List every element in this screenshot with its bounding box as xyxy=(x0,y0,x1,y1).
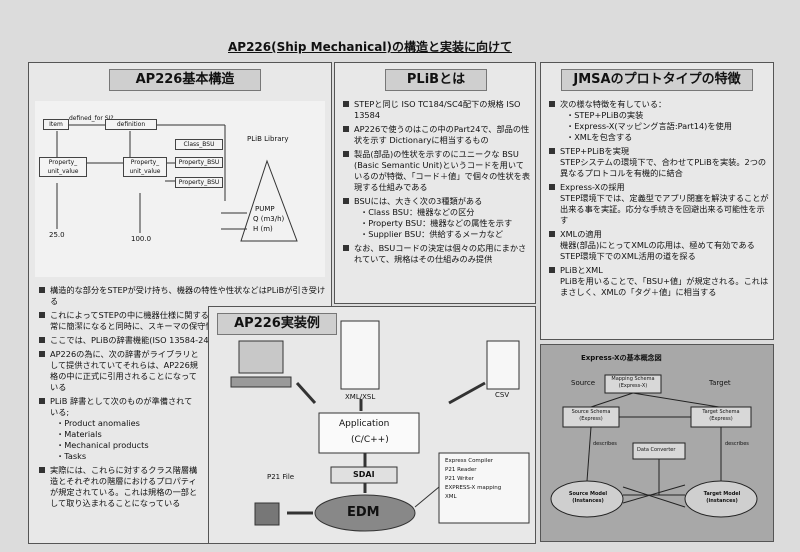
list-item: 実際には、これらに対するクラス階層構造とそれぞれの階層におけるプロパティが規定さ… xyxy=(39,465,200,509)
list-item: AP226で使うのはこの中のPart24で、部品の性状を示す Dictionar… xyxy=(343,124,531,146)
feature-item: ・STEP+PLiBの実装 xyxy=(566,110,644,120)
h-label: H (m) xyxy=(253,225,273,233)
plib-heading: PLiBとは xyxy=(385,69,487,91)
q-label: Q (m3/h) xyxy=(253,215,285,223)
list-item: ここでは、PLiBの辞書機能(ISO 13584-24)を用いている xyxy=(39,335,327,346)
list-item: 次の様な特徴を有している： ・STEP+PLiBの実装 ・Express-X(マ… xyxy=(549,99,769,143)
describes-label-2: describes xyxy=(725,441,749,447)
plib-dict-intro: PLiB 辞書として次のものが準備されている; xyxy=(50,396,193,417)
item-box: Item xyxy=(43,119,69,130)
sdai-label: SDAI xyxy=(353,470,375,479)
list-item: PLiBとXML PLiBを用いることで、「BSU+値」が規定される。これはまさ… xyxy=(549,265,769,298)
express-x-title: Express-Xの基本概念図 xyxy=(581,354,662,362)
source-schema-label: Source Schema (Express) xyxy=(571,409,611,422)
csv-label: CSV xyxy=(495,391,510,399)
source-label: Source xyxy=(571,379,596,387)
source-model-label: Source Model (Instances) xyxy=(568,491,608,504)
value-100: 100.0 xyxy=(131,235,152,243)
cpp-label: (C/C++) xyxy=(351,435,389,445)
plib-dict-item: ・Mechanical products xyxy=(56,440,149,450)
express-x-heading: Express-Xの採用 xyxy=(560,182,625,192)
jmsa-bullets: 次の様な特徴を有している： ・STEP+PLiBの実装 ・Express-X(マ… xyxy=(549,99,769,301)
plib-dict-item: ・Materials xyxy=(56,429,102,439)
implementation-panel: AP226実装例 XML/XSL CSV Application (C/C++)… xyxy=(208,306,536,544)
bsu-type: ・Supplier BSU：供給するメーカなど xyxy=(360,229,504,239)
pump-label: PUMP xyxy=(255,205,275,213)
implementation-heading: AP226実装例 xyxy=(217,313,337,335)
structure-diagram: Item defined_for SI? definition Property… xyxy=(35,101,325,277)
application-label: Application xyxy=(339,419,390,429)
list-item: XMLの適用 機器(部品)にとってXMLの応用は、極めて有効である STEP環境… xyxy=(549,229,769,262)
list-item: 製品(部品)の性状を示すのにユニークな BSU (Basic Semantic … xyxy=(343,149,531,193)
xml-heading: XMLの適用 xyxy=(560,229,602,239)
mapping-schema-label: Mapping Schema (Express-X) xyxy=(611,376,655,389)
data-converter-label: Data Converter xyxy=(637,447,676,453)
defined-for-label: defined_for SI? xyxy=(69,115,114,122)
bsu-type: ・Property BSU：機器などの属性を示す xyxy=(360,218,513,228)
property-bsu-box-2: Property_BSU xyxy=(175,177,223,188)
edm-database-icon xyxy=(314,494,416,532)
computer-icon xyxy=(238,340,284,374)
xml-text: 機器(部品)にとってXMLの応用は、極めて有効である STEP環境下でのXML活… xyxy=(560,240,755,261)
edm-label: EDM xyxy=(347,505,380,520)
property-unit-value-box-2: Property_ unit_value xyxy=(123,157,167,177)
list-item: BSUには、大きく次の3種類がある ・Class BSU：機器などの区分 ・Pr… xyxy=(343,196,531,240)
bsu-type: ・Class BSU：機器などの区分 xyxy=(360,207,475,217)
implementation-diagram xyxy=(230,320,530,532)
p21-file-label: P21 File xyxy=(267,473,295,481)
edm-tool: P21 Reader xyxy=(445,467,477,473)
definition-box: definition xyxy=(105,119,157,130)
jmsa-heading: JMSAのプロトタイプの特徴 xyxy=(561,69,753,91)
bsu-intro: BSUには、大きく次の3種類がある xyxy=(354,196,483,206)
structure-diagram-lines xyxy=(56,124,298,242)
property-bsu-box-1: Property_BSU xyxy=(175,157,223,168)
express-x-diagram xyxy=(550,374,758,518)
express-x-diagram-panel: Express-Xの基本概念図 Source Target Mapping Sc… xyxy=(540,344,774,542)
class-bsu-box: Class_BSU xyxy=(175,139,223,150)
step-plib-text: STEPシステムの環境下で、合わせてPLiBを実装。2つの異なるプロトコルを有機… xyxy=(560,157,767,178)
describes-label-1: describes xyxy=(593,441,617,447)
express-x-text: STEP環境下では、定義型でアプリ閉塞を解決することが出来る事を実証。応分な手続… xyxy=(560,193,769,225)
list-item: これによってSTEPの中に機器仕様に関する部分を持たないで済むので、非常に簡潔に… xyxy=(39,310,327,332)
list-item: STEP+PLiBを実現 STEPシステムの環境下で、合わせてPLiBを実装。2… xyxy=(549,146,769,179)
disk-icon xyxy=(254,502,280,526)
edm-tool: EXPRESS-X mapping xyxy=(445,485,502,491)
plib-bullets: STEPと同じ ISO TC184/SC4配下の規格 ISO 13584 AP2… xyxy=(343,99,531,268)
plib-xml-text: PLiBを用いることで、「BSU+値」が規定される。これはまさしく、XMLの「タ… xyxy=(560,276,769,297)
plib-panel: PLiBとは STEPと同じ ISO TC184/SC4配下の規格 ISO 13… xyxy=(334,62,536,304)
edm-tool: XML xyxy=(445,494,457,500)
feature-item: ・Express-X(マッピング言語:Part14)を使用 xyxy=(566,121,732,131)
csv-document-icon xyxy=(486,340,520,390)
edm-tools-list: Express Compiler P21 Reader P21 Writer E… xyxy=(445,457,501,502)
edm-tool: Express Compiler xyxy=(445,458,493,464)
jmsa-panel: JMSAのプロトタイプの特徴 次の様な特徴を有している： ・STEP+PLiBの… xyxy=(540,62,774,340)
property-unit-value-box-1: Property_ unit_value xyxy=(39,157,87,177)
list-item: なお、BSUコードの決定は個々の応用にまかされていて、規格はその仕組みのみ提供 xyxy=(343,243,531,265)
basic-structure-bullets: 構造的な部分をSTEPが受け持ち、機器の特性や性状などはPLiBが引き受ける こ… xyxy=(39,285,327,512)
edm-tool: P21 Writer xyxy=(445,476,474,482)
list-item: Express-Xの採用 STEP環境下では、定義型でアプリ閉塞を解決することが… xyxy=(549,182,769,226)
plib-dict-item: ・Product anomalies xyxy=(56,418,140,428)
feature-item: ・XMLを包含する xyxy=(566,132,633,142)
step-plib-heading: STEP+PLiBを実現 xyxy=(560,146,630,156)
xml-document-icon xyxy=(340,320,380,390)
target-label: Target xyxy=(709,379,731,387)
basic-structure-heading: AP226基本構造 xyxy=(109,69,261,91)
target-schema-label: Target Schema (Express) xyxy=(702,409,740,422)
value-25: 25.0 xyxy=(49,231,65,239)
feature-intro: 次の様な特徴を有している： xyxy=(560,99,667,109)
list-item: 構造的な部分をSTEPが受け持ち、機器の特性や性状などはPLiBが引き受ける xyxy=(39,285,327,307)
plib-xml-heading: PLiBとXML xyxy=(560,265,603,275)
xml-xsl-label: XML/XSL xyxy=(345,393,376,401)
plib-dict-item: ・Tasks xyxy=(56,451,87,461)
plib-library-label: PLiB Library xyxy=(247,135,289,143)
list-item: STEPと同じ ISO TC184/SC4配下の規格 ISO 13584 xyxy=(343,99,531,121)
basic-structure-panel: AP226基本構造 Item defined_for SI? definitio… xyxy=(28,62,332,544)
list-item: AP226の為に、次の辞書がライブラリとして提供されていてそれらは、AP226規… xyxy=(39,349,200,393)
page-title: AP226(Ship Mechanical)の構造と実装に向けて xyxy=(228,40,512,54)
list-item: PLiB 辞書として次のものが準備されている; ・Product anomali… xyxy=(39,396,200,462)
target-model-label: Target Model (instances) xyxy=(703,491,741,504)
